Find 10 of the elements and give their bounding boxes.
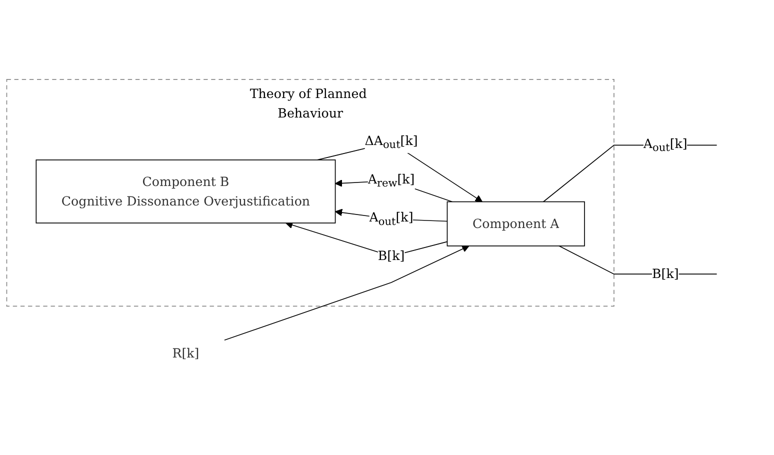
edge-label: B[k] xyxy=(652,266,679,282)
edge-label: ΔA$_{out}$[k] xyxy=(364,133,418,151)
node-box: Component A xyxy=(446,201,585,246)
edge-label: B[k] xyxy=(378,248,405,264)
node-text: R[k] xyxy=(172,346,200,361)
edge-label: A$_{rew}$[k] xyxy=(368,171,415,190)
arrow xyxy=(224,245,470,341)
node-box: Component B Cognitive Dissonance Overjustification xyxy=(36,160,336,224)
edge-label: A$_{out}$[k] xyxy=(369,210,414,228)
edge-label: A$_{out}$[k] xyxy=(643,136,688,154)
